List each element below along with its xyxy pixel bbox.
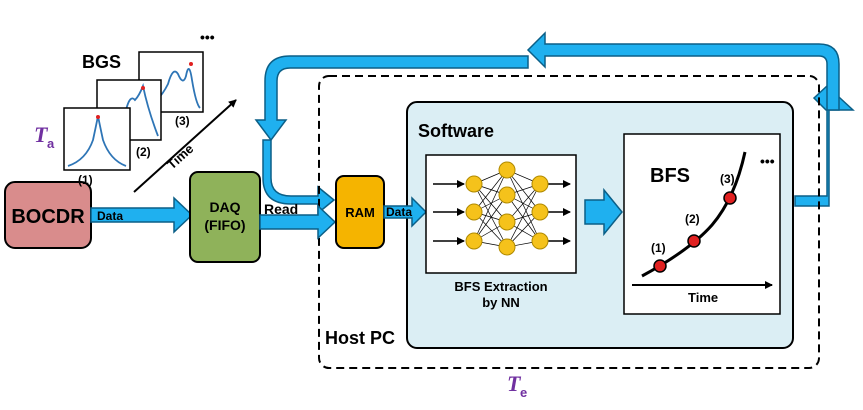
bfs-title: BFS [650,165,690,187]
nn-caption-line1: BFS Extraction [454,279,547,294]
nn-caption-line2: by NN [482,295,520,310]
feedback-loop-arrow [794,84,855,207]
nn-node [498,186,516,204]
nn-node [531,232,549,250]
bfs-point-3-label: (3) [720,172,735,186]
bgs-idx-2: (2) [136,145,151,159]
ram-label: RAM [345,205,375,220]
daq-to-ram-arrow [259,204,337,240]
nn-node [465,175,483,193]
bfs-plot-box [623,133,781,315]
bgs-time-label: Time [164,141,196,172]
bfs-curve [641,151,747,278]
nn-node [465,232,483,250]
nn-node [465,203,483,221]
nn-to-bfs-arrow [584,187,623,237]
nn-nodes [465,161,549,256]
nn-output-arrows [548,180,571,245]
nn-input-arrows [433,180,465,245]
bocdr-to-daq-arrow [90,196,194,234]
ram-to-nn-arrow [383,196,428,228]
bgs-idx-1: (1) [78,173,93,187]
bgs-label: BGS [82,52,121,72]
read-label: Read [264,201,298,217]
bfs-point-1 [653,259,667,273]
nn-node [498,238,516,256]
nn-node [498,161,516,179]
bocdr-label: BOCDR [11,206,85,228]
daq-label-line1: DAQ [209,199,240,215]
ta-subscript: a [47,136,55,151]
bfs-ellipsis: ••• [760,153,775,169]
bfs-point-1-label: (1) [651,241,666,255]
nn-node [531,175,549,193]
bfs-point-3 [723,191,737,205]
bgs-time-arrow [133,99,237,193]
feedback-top-band-left [254,55,529,142]
nn-node [498,213,516,231]
bgs-spectrum-1 [63,107,131,171]
bgs-idx-3: (3) [175,114,190,128]
te-symbol: T [507,371,522,396]
te-subscript: e [520,385,527,400]
daq-label-line2: (FIFO) [204,217,245,233]
bfs-time-label: Time [688,290,718,305]
ta-symbol: T [34,122,49,147]
software-label: Software [418,121,494,141]
feedback-top-band [526,31,840,111]
host-pc-boundary [318,75,820,369]
nn-node [531,203,549,221]
host-pc-label: Host PC [325,328,395,348]
data-label-1: Data [97,209,123,223]
bfs-point-2 [687,234,701,248]
feedback-to-ram-arrow [262,139,336,215]
data-label-2: Data [386,205,412,219]
bfs-point-2-label: (2) [685,212,700,226]
bgs-ellipsis: ••• [200,29,215,45]
